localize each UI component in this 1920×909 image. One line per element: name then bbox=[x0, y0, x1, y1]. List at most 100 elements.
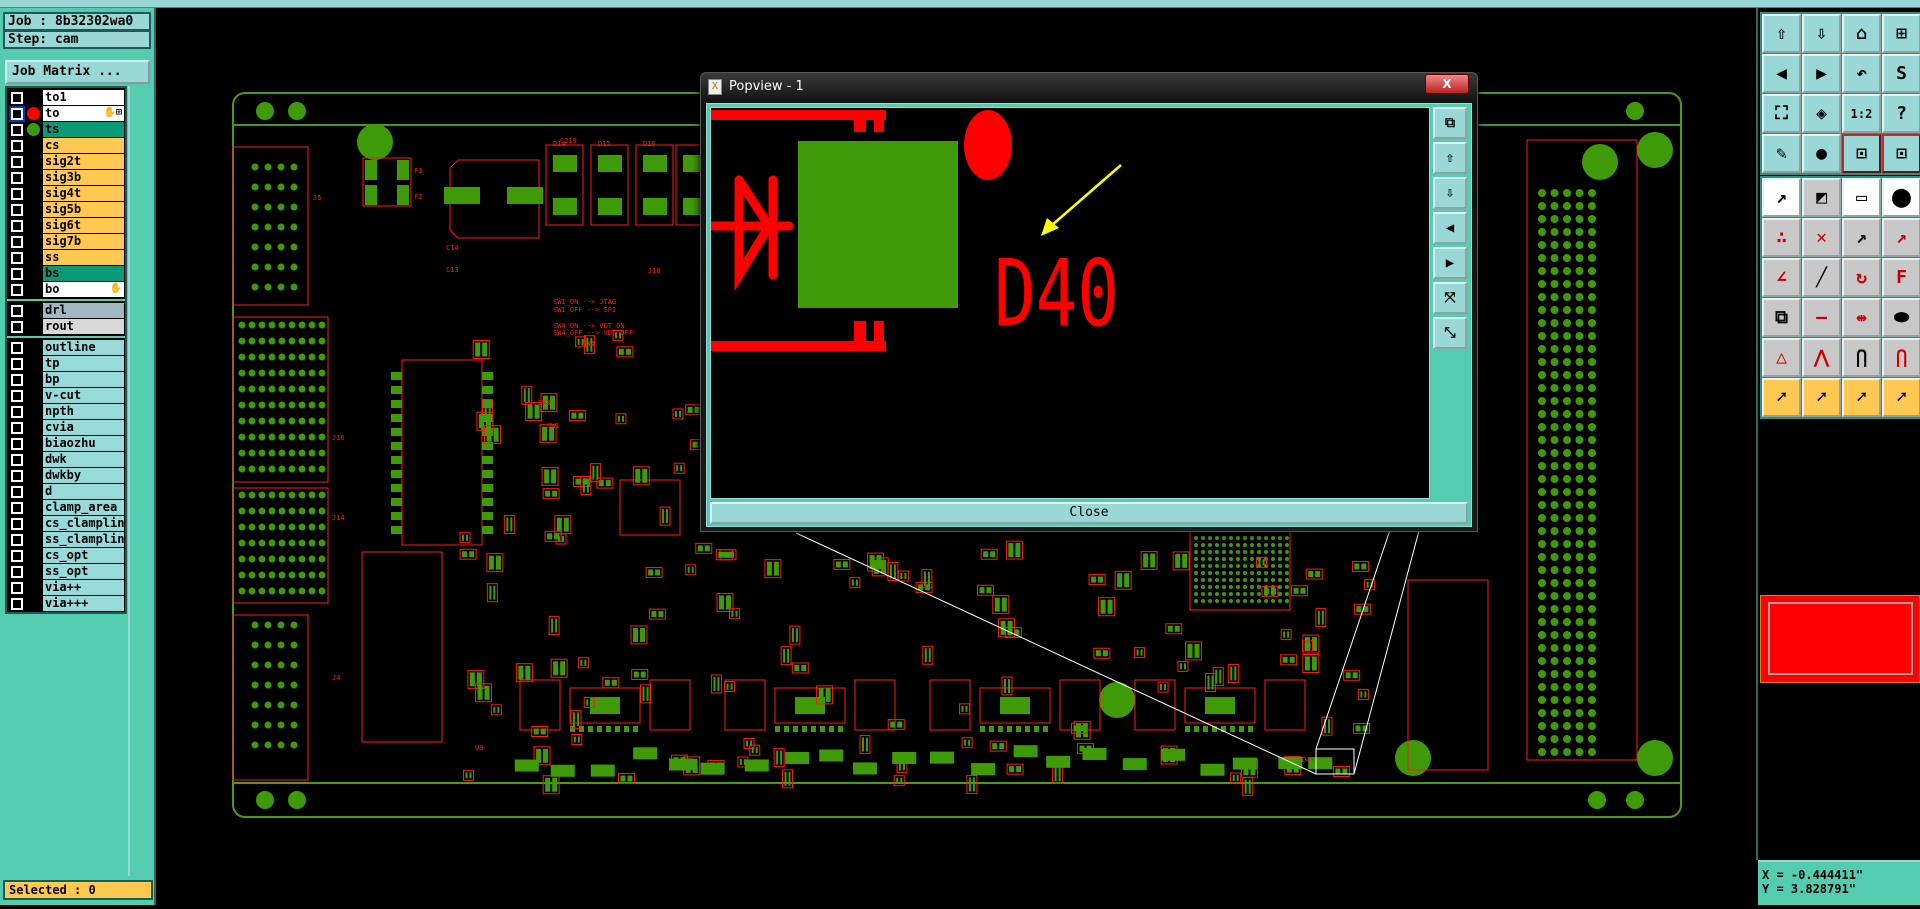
layer-name[interactable]: ts bbox=[43, 122, 124, 137]
connect-button[interactable]: ∴ bbox=[1762, 218, 1801, 257]
zoom-in-button[interactable]: ⤧ bbox=[1433, 282, 1467, 314]
page-up-button[interactable]: ⇧ bbox=[1762, 14, 1801, 53]
group-button[interactable]: ⬬ bbox=[1882, 298, 1920, 337]
layer-checkbox[interactable] bbox=[9, 106, 25, 122]
layer-checkbox[interactable] bbox=[11, 534, 23, 546]
layer-row-bs[interactable]: bs bbox=[7, 266, 125, 281]
layer-checkbox[interactable] bbox=[11, 172, 23, 184]
layer-row-outline[interactable]: outline bbox=[7, 340, 125, 355]
layer-name[interactable]: cvia bbox=[43, 420, 124, 435]
layer-row-cs_clampline[interactable]: cs_clampline bbox=[7, 516, 125, 531]
layer-row-to1[interactable]: to1 bbox=[7, 90, 125, 105]
layer-checkbox[interactable] bbox=[11, 518, 23, 530]
layer-checkbox[interactable] bbox=[11, 188, 23, 200]
layer-name[interactable]: sig5b bbox=[43, 202, 124, 217]
layer-name[interactable]: ss_clampline bbox=[43, 532, 124, 547]
rotate-button[interactable]: ↻ bbox=[1842, 258, 1881, 297]
layer-checkbox[interactable] bbox=[11, 438, 23, 450]
pan-left-button[interactable]: ◀ bbox=[1433, 212, 1467, 244]
move-blue-button[interactable]: ↗ bbox=[1882, 218, 1920, 257]
layer-row-sig2t[interactable]: sig2t bbox=[7, 154, 125, 169]
arc-button[interactable]: ⋂ bbox=[1842, 338, 1881, 377]
layer-checkbox[interactable] bbox=[11, 124, 23, 136]
pad-select-button[interactable]: ⬤ bbox=[1882, 178, 1920, 217]
layer-checkbox[interactable] bbox=[11, 390, 23, 402]
layer-row-v-cut[interactable]: v-cut bbox=[7, 388, 125, 403]
layer-checkbox[interactable] bbox=[11, 454, 23, 466]
layer-row-sig6t[interactable]: sig6t bbox=[7, 218, 125, 233]
layer-row-cvia[interactable]: cvia bbox=[7, 420, 125, 435]
undo-view-button[interactable]: ↶ bbox=[1842, 54, 1881, 93]
layer-row-ts[interactable]: ts bbox=[7, 122, 125, 137]
layer-checkbox[interactable] bbox=[11, 486, 23, 498]
layer-checkbox[interactable] bbox=[11, 220, 23, 232]
layer-checkbox[interactable] bbox=[11, 358, 23, 370]
layer-checkbox[interactable] bbox=[11, 268, 23, 280]
layer-name[interactable]: sig4t bbox=[43, 186, 124, 201]
layer-row-via+++[interactable]: via+++ bbox=[7, 596, 125, 611]
layer-row-cs_opt[interactable]: cs_opt bbox=[7, 548, 125, 563]
break-line-button[interactable]: — bbox=[1802, 298, 1841, 337]
zoom-out-button[interactable]: ⤡ bbox=[1433, 317, 1467, 349]
layer-row-via++[interactable]: via++ bbox=[7, 580, 125, 595]
layer-checkbox[interactable] bbox=[11, 321, 23, 333]
layer-name[interactable]: npth bbox=[43, 404, 124, 419]
layer-checkbox[interactable] bbox=[11, 582, 23, 594]
layer-row-ss_opt[interactable]: ss_opt bbox=[7, 564, 125, 579]
layer-checkbox[interactable] bbox=[11, 566, 23, 578]
layer-checkbox[interactable] bbox=[11, 236, 23, 248]
layer-name[interactable]: biaozhu bbox=[43, 436, 124, 451]
pan-right-button[interactable]: ▶ bbox=[1433, 247, 1467, 279]
triangle-button[interactable]: △ bbox=[1762, 338, 1801, 377]
layer-row-bo[interactable]: bo✋ bbox=[7, 282, 125, 297]
layer-name[interactable]: tp bbox=[43, 356, 124, 371]
zoom-fit-button[interactable]: ⛶ bbox=[1762, 94, 1801, 133]
move-pad-button[interactable]: ↗ bbox=[1762, 178, 1801, 217]
layer-checkbox[interactable] bbox=[11, 598, 23, 610]
dimension-button[interactable]: ⇹ bbox=[1842, 298, 1881, 337]
layer-name[interactable]: rout bbox=[43, 319, 124, 334]
pointer-net-button[interactable]: ➚ bbox=[1882, 378, 1920, 417]
layer-name[interactable]: ss_opt bbox=[43, 564, 124, 579]
overview-minimap[interactable] bbox=[1760, 595, 1920, 683]
job-matrix-button[interactable]: Job Matrix ... bbox=[5, 60, 150, 84]
layer-name[interactable]: sig3b bbox=[43, 170, 124, 185]
copy-button[interactable]: ⧉ bbox=[1762, 298, 1801, 337]
layer-name[interactable]: v-cut bbox=[43, 388, 124, 403]
layer-top-button[interactable]: ⊡ bbox=[1842, 134, 1881, 173]
pan-right-button[interactable]: ▶ bbox=[1802, 54, 1841, 93]
measure-box-button[interactable]: ◩ bbox=[1802, 178, 1841, 217]
layer-row-sig3b[interactable]: sig3b bbox=[7, 170, 125, 185]
zoom-window-button[interactable]: ⧉ bbox=[1433, 107, 1467, 139]
layer-checkbox[interactable] bbox=[11, 550, 23, 562]
layer-name[interactable]: d bbox=[43, 484, 124, 499]
mirror-button[interactable]: F bbox=[1882, 258, 1920, 297]
close-button[interactable]: Close bbox=[710, 502, 1468, 524]
layer-row-sig4t[interactable]: sig4t bbox=[7, 186, 125, 201]
line-button[interactable]: ╱ bbox=[1802, 258, 1841, 297]
layer-name[interactable]: via++ bbox=[43, 580, 124, 595]
ruler-button[interactable]: ▭ bbox=[1842, 178, 1881, 217]
delete-button[interactable]: ✕ bbox=[1802, 218, 1841, 257]
pan-down-button[interactable]: ⇩ bbox=[1433, 177, 1467, 209]
layer-name[interactable]: cs_opt bbox=[43, 548, 124, 563]
minimap-view-frame[interactable] bbox=[1768, 602, 1913, 675]
window-close-button[interactable]: X bbox=[1425, 74, 1469, 94]
layer-checkbox[interactable] bbox=[11, 305, 23, 317]
layer-checkbox[interactable] bbox=[11, 422, 23, 434]
layer-name[interactable]: bp bbox=[43, 372, 124, 387]
layer-checkbox[interactable] bbox=[11, 92, 23, 104]
layer-row-biaozhu[interactable]: biaozhu bbox=[7, 436, 125, 451]
layer-name[interactable]: bo✋ bbox=[43, 282, 124, 297]
snap-pad-button[interactable]: ● bbox=[1802, 134, 1841, 173]
layer-checkbox[interactable] bbox=[11, 156, 23, 168]
layer-name[interactable]: bs bbox=[43, 266, 124, 281]
pointer-button[interactable]: ➚ bbox=[1762, 378, 1801, 417]
pointer-box-button[interactable]: ➚ bbox=[1802, 378, 1841, 417]
arrow-up-button[interactable]: ⋀ bbox=[1802, 338, 1841, 377]
pointer-poly-button[interactable]: ➚ bbox=[1842, 378, 1881, 417]
move-red-button[interactable]: ↗ bbox=[1842, 218, 1881, 257]
layer-name[interactable]: via+++ bbox=[43, 596, 124, 611]
layer-name[interactable]: ss bbox=[43, 250, 124, 265]
arc-cross-button[interactable]: ⋂ bbox=[1882, 338, 1920, 377]
